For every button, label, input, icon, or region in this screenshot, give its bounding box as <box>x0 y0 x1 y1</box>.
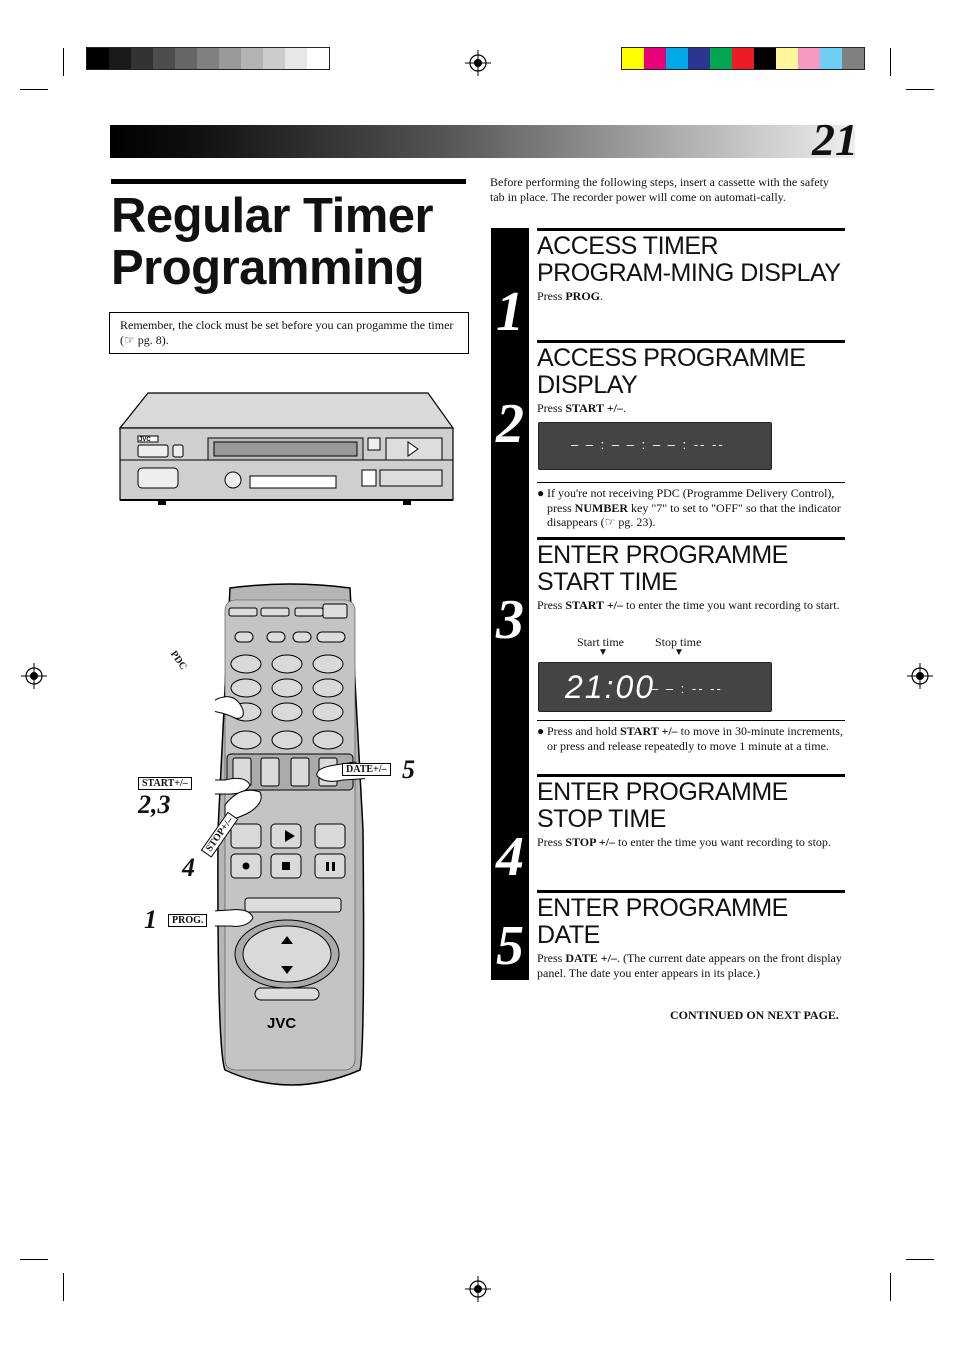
step-number-1: 1 <box>496 281 524 343</box>
page-title: Regular Timer Programming <box>111 189 434 295</box>
crop-mark <box>906 89 934 90</box>
continued-note: CONTINUED ON NEXT PAGE. <box>670 1008 839 1022</box>
calibration-swatch <box>798 48 820 69</box>
step-3: ENTER PROGRAMME START TIME Press START +… <box>537 537 845 613</box>
step-2-text: Press START +/–. <box>537 401 626 415</box>
step-number-3: 3 <box>496 589 524 651</box>
bullet-pdc-text: If you're not receiving PDC (Programme D… <box>547 486 841 529</box>
step-5-heading: ENTER PROGRAMME DATE <box>537 894 788 949</box>
step-1-text: Press PROG. <box>537 289 604 303</box>
step-sidebar <box>491 228 529 980</box>
bullet-pdc: ● If you're not receiving PDC (Programme… <box>537 482 845 530</box>
vcr-illustration: JVC <box>118 392 455 505</box>
registration-mark-icon <box>465 1276 491 1302</box>
page-number: 21 <box>812 114 858 165</box>
crop-mark <box>63 1273 64 1301</box>
step-number-4: 4 <box>496 826 524 888</box>
crop-mark <box>20 1259 48 1260</box>
step-4: ENTER PROGRAMME STOP TIME Press STOP +/–… <box>537 774 845 850</box>
start-time-label: Start time <box>577 635 624 649</box>
step-4-text: Press STOP +/– to enter the time you wan… <box>537 835 831 849</box>
calibration-swatch <box>710 48 732 69</box>
crop-mark <box>890 1273 891 1301</box>
step-5: ENTER PROGRAMME DATE Press DATE +/–. (Th… <box>537 890 845 980</box>
callout-date: 5 <box>402 755 415 784</box>
prog-label: PROG. <box>168 914 208 927</box>
display-3-time: 21:00 <box>565 669 656 705</box>
vcr-brand-logo: JVC <box>139 437 151 443</box>
stop-time-arrow-icon: ▼ <box>674 647 684 658</box>
step-4-heading: ENTER PROGRAMME STOP TIME <box>537 778 788 833</box>
crop-mark <box>20 89 48 90</box>
registration-mark-icon <box>21 663 47 689</box>
title-rule <box>111 179 466 184</box>
step-2-heading: ACCESS PROGRAMME DISPLAY <box>537 344 806 399</box>
remote-brand-logo: JVC <box>267 1015 296 1032</box>
date-label: DATE+/– <box>342 763 391 776</box>
step-3-text: Press START +/– to enter the time you wa… <box>537 598 840 612</box>
step-2: ACCESS PROGRAMME DISPLAY Press START +/–… <box>537 340 845 416</box>
display-3-rest: – – : -- -- <box>651 681 723 696</box>
clock-note: Remember, the clock must be set before y… <box>109 312 469 354</box>
display-panel-step-3: 21:00 – – : -- -- <box>538 662 772 712</box>
calibration-swatch <box>622 48 644 69</box>
callout-start: 2,3 <box>138 790 171 819</box>
registration-mark-icon <box>907 663 933 689</box>
callout-prog: 1 <box>144 905 157 934</box>
calibration-swatch <box>644 48 666 69</box>
pdc-label: PDC <box>166 646 191 675</box>
display-2-text: – – : – – : – – : -- -- <box>571 437 725 452</box>
step-number-2: 2 <box>496 393 524 455</box>
calibration-swatch <box>688 48 710 69</box>
crop-mark <box>906 1259 934 1260</box>
calibration-swatch <box>666 48 688 69</box>
header-band <box>110 125 855 158</box>
calibration-swatch <box>754 48 776 69</box>
step-1-heading: ACCESS TIMER PROGRAM-MING DISPLAY <box>537 232 841 287</box>
stop-time-label: Stop time <box>655 635 702 649</box>
bullet-start-time-text: Press and hold START +/– to move in 30-m… <box>547 724 843 753</box>
start-time-arrow-icon: ▼ <box>598 647 608 658</box>
callout-stop: 4 <box>182 853 195 882</box>
step-1: ACCESS TIMER PROGRAM-MING DISPLAY Press … <box>537 228 845 304</box>
intro-text: Before performing the following steps, i… <box>490 175 829 204</box>
calibration-swatch <box>732 48 754 69</box>
step-3-heading: ENTER PROGRAMME START TIME <box>537 541 788 596</box>
bullet-start-time: ● Press and hold START +/– to move in 30… <box>537 720 845 753</box>
crop-mark <box>890 48 891 76</box>
remote-illustration: JVC <box>215 583 365 1086</box>
calibration-swatch <box>820 48 842 69</box>
calibration-swatch <box>776 48 798 69</box>
grayscale-calibration-bar <box>86 47 330 70</box>
calibration-swatch <box>842 48 864 69</box>
color-calibration-bar <box>621 47 865 70</box>
start-label: START+/– <box>138 777 192 790</box>
step-number-5: 5 <box>496 915 524 977</box>
registration-mark-icon <box>465 50 491 76</box>
display-panel-step-2: – – : – – : – – : -- -- <box>538 422 772 470</box>
crop-mark <box>63 48 64 76</box>
step-5-text: Press DATE +/–. (The current date appear… <box>537 951 842 980</box>
